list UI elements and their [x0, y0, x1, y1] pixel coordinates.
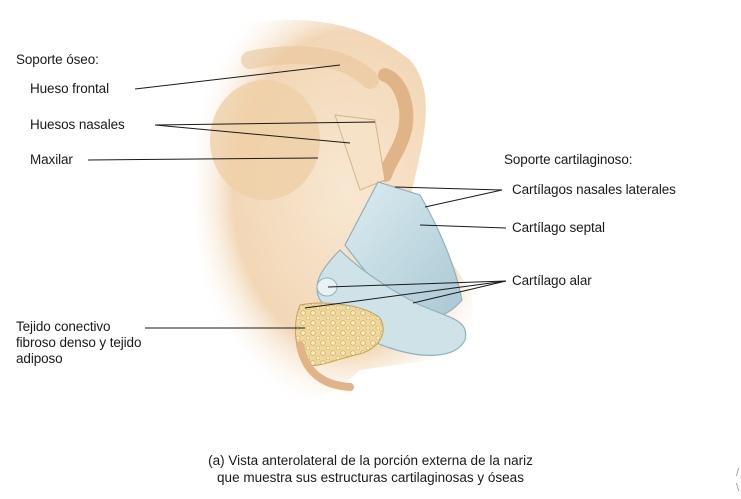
leader-lateral-1	[394, 186, 503, 191]
figure-caption: (a) Vista anterolateral de la porción ex…	[0, 452, 741, 486]
eye-socket	[210, 80, 320, 200]
label-alar-cartilage: Cartílago alar	[512, 273, 592, 288]
corner-mark-2: \	[735, 482, 739, 494]
leader-alar-1	[327, 280, 507, 288]
leader-alar-3	[412, 280, 507, 304]
label-dense-tissue: Tejido conectivo fibroso denso y tejido …	[16, 319, 142, 366]
leader-nasal-2	[154, 124, 351, 144]
label-septal-cartilage: Cartílago septal	[512, 220, 605, 235]
caption-line-2: que muestra sus estructuras cartilaginos…	[217, 470, 524, 485]
frontal-bone-area	[241, 46, 379, 89]
leader-lateral-2	[424, 189, 503, 208]
label-lateral-cartilages: Cartílagos nasales laterales	[512, 182, 676, 197]
bony-support-heading: Soporte óseo:	[16, 52, 99, 67]
leader-alar-2	[304, 280, 507, 309]
corner-mark-1: /	[735, 467, 739, 479]
label-nasal-bones: Huesos nasales	[30, 117, 125, 132]
nostril-rim	[296, 341, 354, 391]
leader-frontal	[134, 64, 341, 90]
caption-line-1: (a) Vista anterolateral de la porción ex…	[208, 453, 533, 468]
leader-lines	[87, 64, 507, 329]
label-frontal-bone: Hueso frontal	[30, 81, 109, 96]
leader-septal	[419, 224, 507, 229]
cartilage-support-heading: Soporte cartilaginoso:	[504, 152, 633, 167]
leader-maxilla	[87, 157, 319, 161]
leader-nasal-1	[154, 121, 376, 126]
label-maxilla: Maxilar	[30, 152, 73, 167]
brow-ridge	[378, 68, 414, 182]
nasal-bone-shape	[334, 114, 386, 191]
